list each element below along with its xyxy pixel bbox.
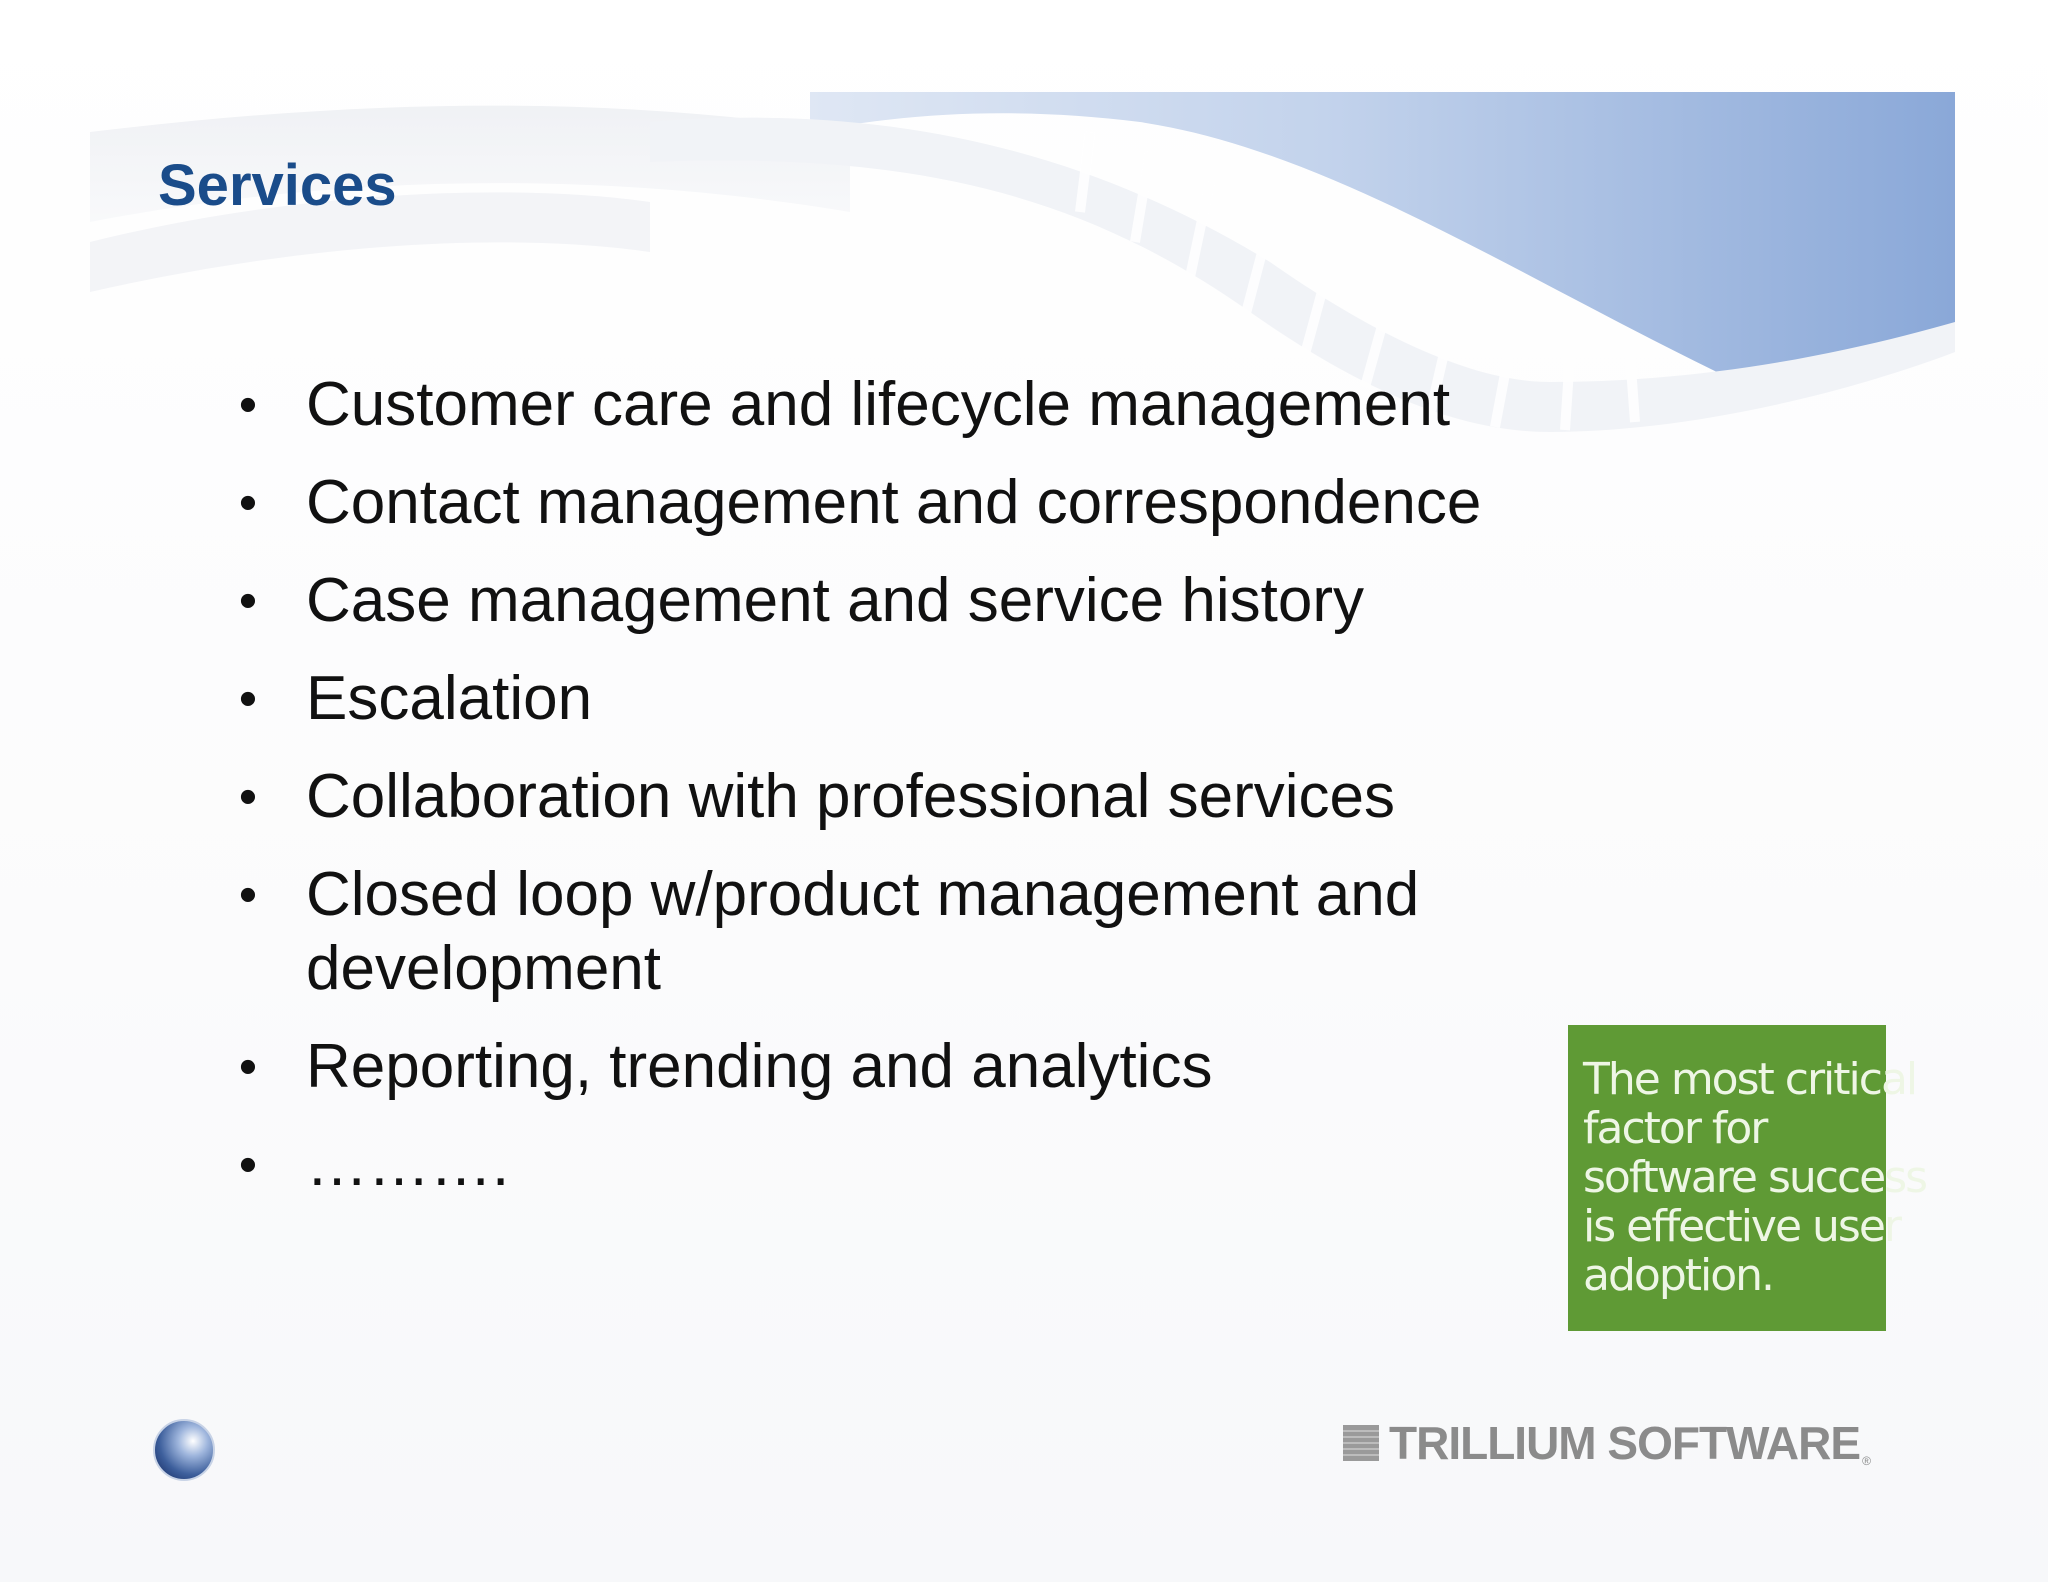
bullet-text: Case management and service history [306, 566, 1364, 635]
bullet-icon: • [238, 1038, 258, 1096]
blue-orb-icon [153, 1419, 215, 1481]
logo-text: TRILLIUM SOFTWARE [1389, 1417, 1861, 1469]
list-item: • Case management and service history [228, 564, 1528, 638]
list-item: • Customer care and lifecycle management [228, 368, 1528, 442]
bullet-icon: • [238, 572, 258, 630]
callout-line: The most critical [1583, 1054, 1918, 1105]
list-item: • Collaboration with professional servic… [228, 760, 1528, 834]
bullet-text: Contact management and correspondence [306, 468, 1482, 537]
bullet-text: Reporting, trending and analytics [306, 1032, 1213, 1101]
bullet-icon: • [238, 768, 258, 826]
bullet-text: Closed loop w/product management and dev… [306, 860, 1420, 1003]
bullet-icon: • [238, 1136, 258, 1194]
callout-line: factor for [1583, 1103, 1768, 1154]
list-item: • Escalation [228, 662, 1528, 736]
bullet-text: Customer care and lifecycle management [306, 370, 1451, 439]
slide-title: Services [158, 153, 397, 218]
bullet-list: • Customer care and lifecycle management… [228, 368, 1528, 1226]
callout-line: adoption. [1583, 1250, 1775, 1301]
bullet-text: Collaboration with professional services [306, 762, 1395, 831]
header-wave-decoration [90, 92, 1955, 432]
list-item: • Reporting, trending and analytics [228, 1030, 1528, 1104]
bullet-icon: • [238, 670, 258, 728]
bullet-icon: • [238, 474, 258, 532]
callout-line: software success [1583, 1152, 1928, 1203]
logo-registered-mark: ® [1862, 1454, 1871, 1468]
trillium-mark-icon [1343, 1425, 1379, 1461]
callout-line: is effective user [1583, 1201, 1902, 1252]
list-item: • Contact management and correspondence [228, 466, 1528, 540]
list-item: • Closed loop w/product management and d… [228, 858, 1528, 1006]
list-item: • ………. [228, 1128, 1528, 1202]
bullet-text: Escalation [306, 664, 593, 733]
bullet-icon: • [238, 866, 258, 924]
company-logo: TRILLIUM SOFTWARE ® [1343, 1417, 1871, 1469]
bullet-text: ………. [306, 1130, 510, 1199]
callout-box: The most critical factor for software su… [1568, 1025, 1928, 1331]
bullet-icon: • [238, 376, 258, 434]
